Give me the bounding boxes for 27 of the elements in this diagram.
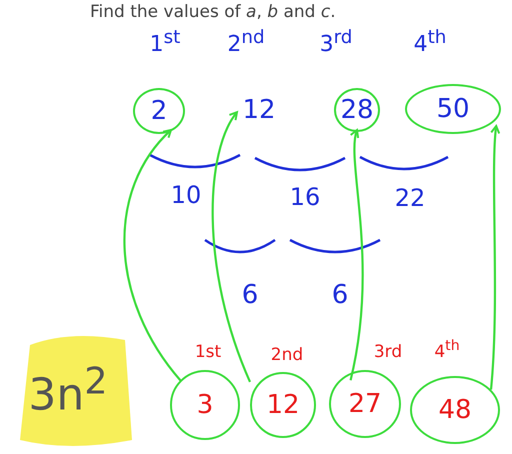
difference-number: 10 <box>170 181 202 209</box>
circled-number: 27 <box>329 370 401 438</box>
ordinal-label: 2nd <box>270 345 304 365</box>
arrow <box>212 111 252 382</box>
title: Find the values of a, b and c. <box>90 2 336 22</box>
circled-number: 2 <box>133 88 185 134</box>
formula-text: 3n$^{2}$ <box>28 360 108 420</box>
circled-number: 50 <box>405 84 501 134</box>
circled-number: 48 <box>410 376 500 444</box>
difference-number: 16 <box>290 183 320 211</box>
circled-number: 12 <box>250 372 316 438</box>
difference-number: 22 <box>394 184 426 212</box>
ordinal-label: 3rd <box>374 342 402 362</box>
number-text: 12 <box>237 88 281 132</box>
arrow <box>350 129 364 380</box>
difference-number: 6 <box>242 280 258 310</box>
ordinal-label: 4$^{th}$ <box>434 338 460 362</box>
difference-number: 6 <box>332 280 348 310</box>
ordinal-label: 2$^{nd}$ <box>227 26 265 58</box>
circled-number: 28 <box>334 88 380 132</box>
ordinal-label: 3$^{rd}$ <box>320 26 352 58</box>
circled-number: 3 <box>170 370 240 440</box>
ordinal-label: 1st <box>194 342 222 362</box>
ordinal-label: 4$^{th}$ <box>414 26 446 58</box>
arrow <box>124 129 182 382</box>
arrow <box>490 125 500 390</box>
ordinal-label: 1$^{st}$ <box>150 26 180 58</box>
